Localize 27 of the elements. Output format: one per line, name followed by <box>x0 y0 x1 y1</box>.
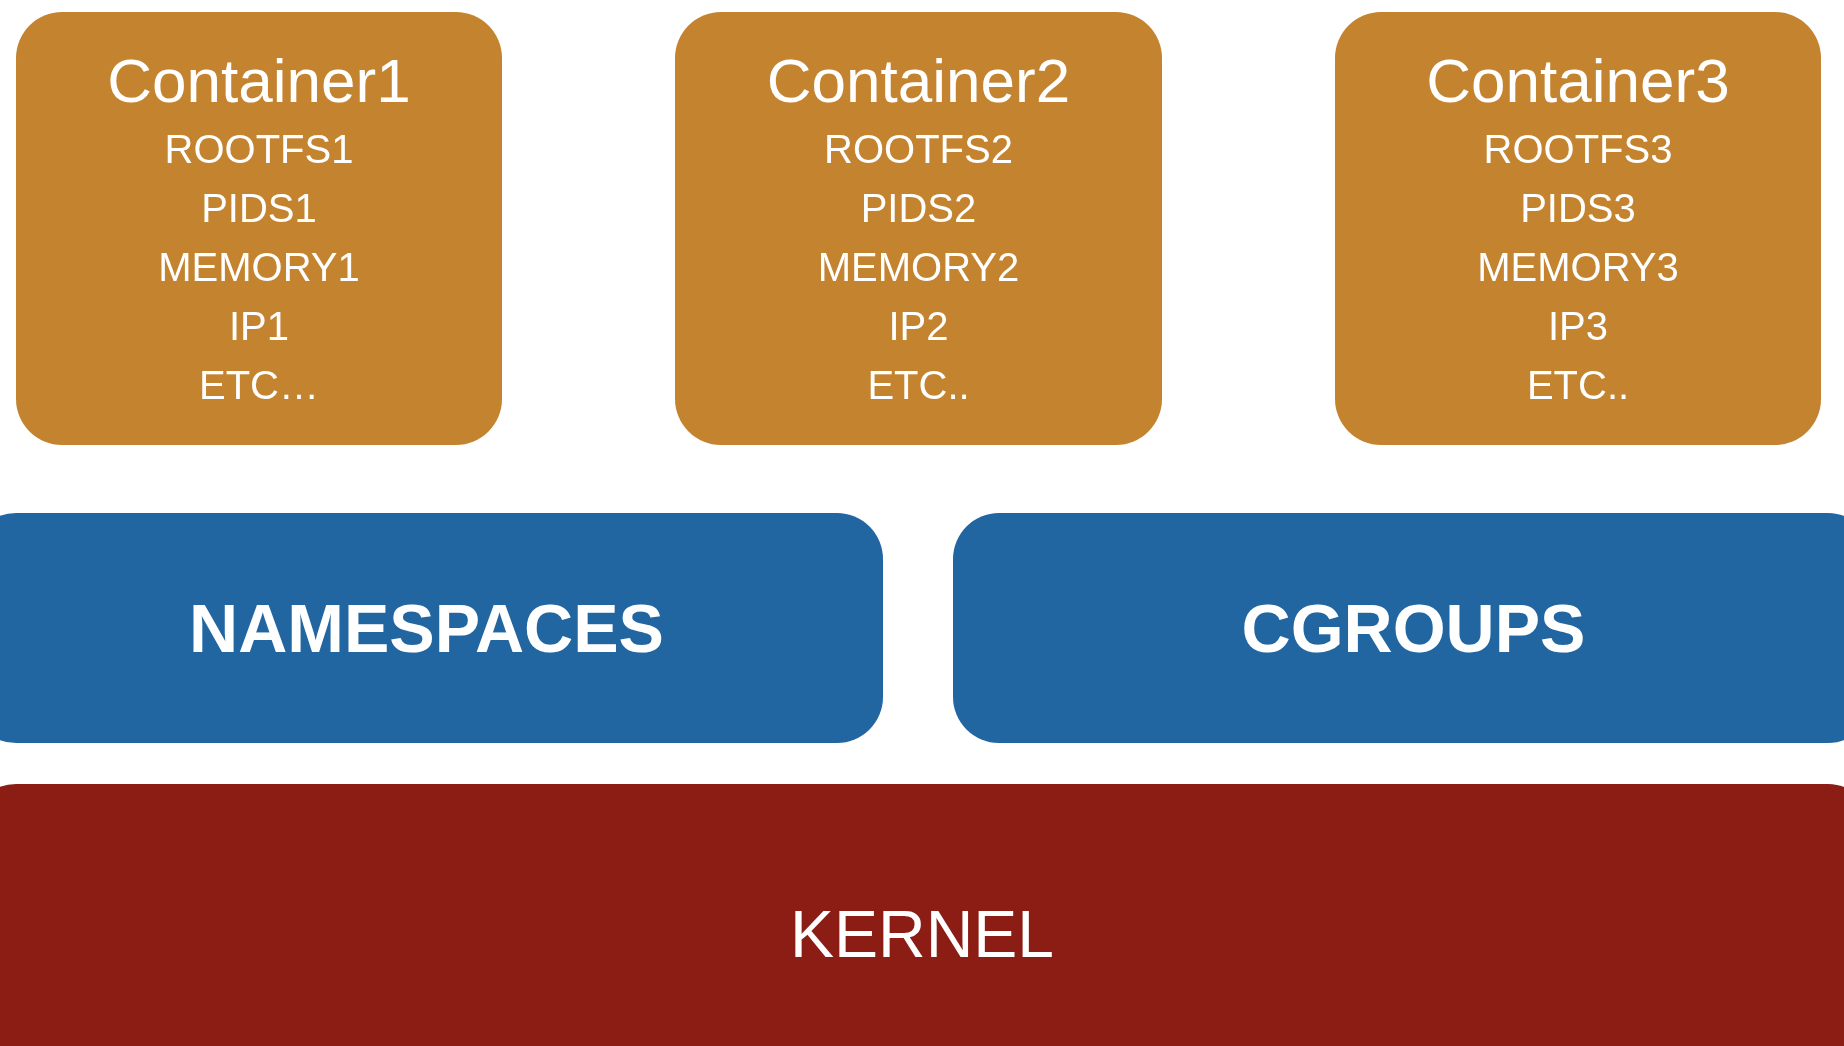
resource-item: MEMORY3 <box>1477 244 1679 291</box>
container-box <box>1335 12 1821 445</box>
resource-item: MEMORY2 <box>817 244 1020 291</box>
resource-item: IP2 <box>888 303 949 350</box>
resource-item: ROOTFS2 <box>824 126 1013 173</box>
layer-title: NAMESPACES <box>189 589 664 667</box>
resource-item: ROOTFS3 <box>1483 126 1673 173</box>
container-box <box>16 12 502 445</box>
layer-box <box>0 513 883 743</box>
resource-item: IP1 <box>228 303 289 350</box>
resource-item: PIDS1 <box>201 185 317 232</box>
layer-title: CGROUPS <box>1241 589 1586 667</box>
layer-title: KERNEL <box>789 896 1055 972</box>
container-title: Container3 <box>1426 45 1730 117</box>
container-title: Container2 <box>766 45 1071 117</box>
layer-box <box>953 513 1844 743</box>
container-box <box>675 12 1162 445</box>
resource-item: PIDS2 <box>860 185 977 232</box>
resource-item: IP3 <box>1547 303 1608 350</box>
resource-item: ETC.. <box>867 362 970 409</box>
resource-item: ETC… <box>199 362 319 409</box>
resource-item: PIDS3 <box>1520 185 1636 232</box>
container-title: Container1 <box>107 45 411 117</box>
resource-item: ETC.. <box>1526 362 1630 409</box>
resource-item: MEMORY1 <box>158 244 360 291</box>
kernel-box <box>0 784 1844 1046</box>
resource-item: ROOTFS1 <box>164 126 354 173</box>
